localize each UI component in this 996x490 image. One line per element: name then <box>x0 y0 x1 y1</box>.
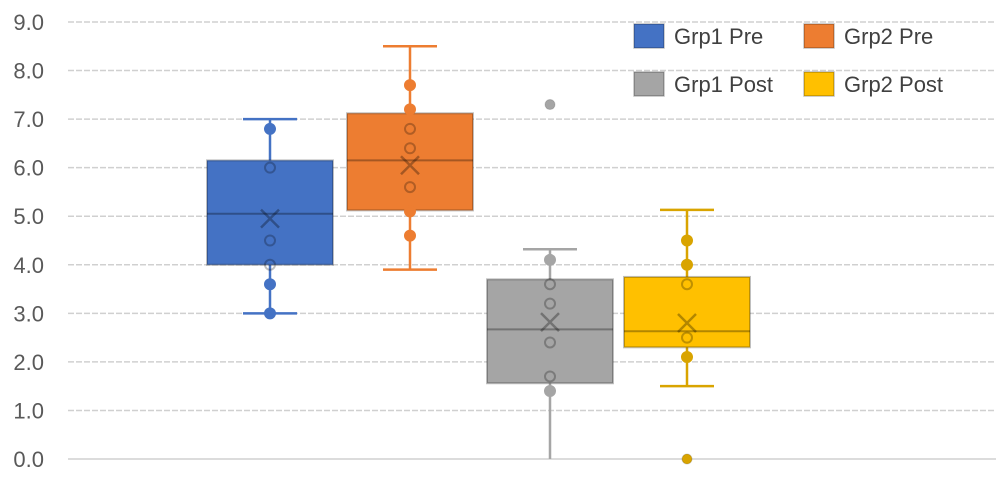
data-point <box>681 234 693 247</box>
data-point <box>404 229 416 242</box>
data-point <box>681 258 693 271</box>
data-point <box>264 161 276 174</box>
data-point <box>404 205 416 218</box>
data-point <box>264 278 276 291</box>
box-grp1-post <box>486 99 614 459</box>
y-tick-label: 5.0 <box>13 204 44 229</box>
y-tick-label: 6.0 <box>13 156 44 181</box>
box-grp2-pre <box>346 45 474 271</box>
boxes <box>206 45 751 465</box>
legend-swatch <box>633 23 665 49</box>
data-point <box>264 258 276 271</box>
y-tick-label: 0.0 <box>13 447 44 472</box>
outlier-point <box>681 453 693 465</box>
mean-marker <box>677 313 697 333</box>
y-tick-label: 8.0 <box>13 59 44 84</box>
legend-label: Grp1 Pre <box>674 24 763 49</box>
box-grp2-post <box>623 208 751 465</box>
box-iqr <box>486 278 614 385</box>
legend-label: Grp2 Pre <box>844 24 933 49</box>
mean-marker <box>260 208 280 229</box>
data-point <box>404 181 416 194</box>
data-point <box>264 307 276 320</box>
box-iqr <box>346 112 474 212</box>
y-tick-label: 2.0 <box>13 350 44 375</box>
data-point <box>544 385 556 398</box>
data-point <box>544 253 556 266</box>
outlier-point <box>544 99 556 111</box>
legend-label: Grp2 Post <box>844 72 943 97</box>
legend-label: Grp1 Post <box>674 72 773 97</box>
y-tick-label: 9.0 <box>13 10 44 35</box>
y-tick-label: 4.0 <box>13 253 44 278</box>
mean-marker <box>540 312 560 332</box>
legend-swatch <box>803 23 835 49</box>
data-point <box>681 278 693 291</box>
data-point <box>544 370 556 383</box>
legend-swatch <box>633 71 665 97</box>
y-tick-label: 3.0 <box>13 301 44 326</box>
data-point <box>264 234 276 247</box>
y-axis-tick-labels: 0.0 1.0 2.0 3.0 4.0 5.0 6.0 7.0 8.0 9.0 <box>13 10 44 472</box>
data-point <box>544 336 556 349</box>
data-point <box>544 278 556 291</box>
data-point <box>681 351 693 364</box>
box-iqr <box>623 275 751 349</box>
data-point <box>404 122 416 135</box>
data-point <box>404 103 416 116</box>
legend-swatch <box>803 71 835 97</box>
data-point <box>544 297 556 310</box>
box-iqr <box>206 159 334 266</box>
data-point <box>404 142 416 155</box>
data-point <box>264 122 276 135</box>
box-grp1-pre <box>206 117 334 320</box>
y-tick-label: 1.0 <box>13 398 44 423</box>
mean-marker <box>400 155 420 176</box>
data-point <box>681 331 693 344</box>
data-point <box>404 79 416 92</box>
y-tick-label: 7.0 <box>13 107 44 132</box>
